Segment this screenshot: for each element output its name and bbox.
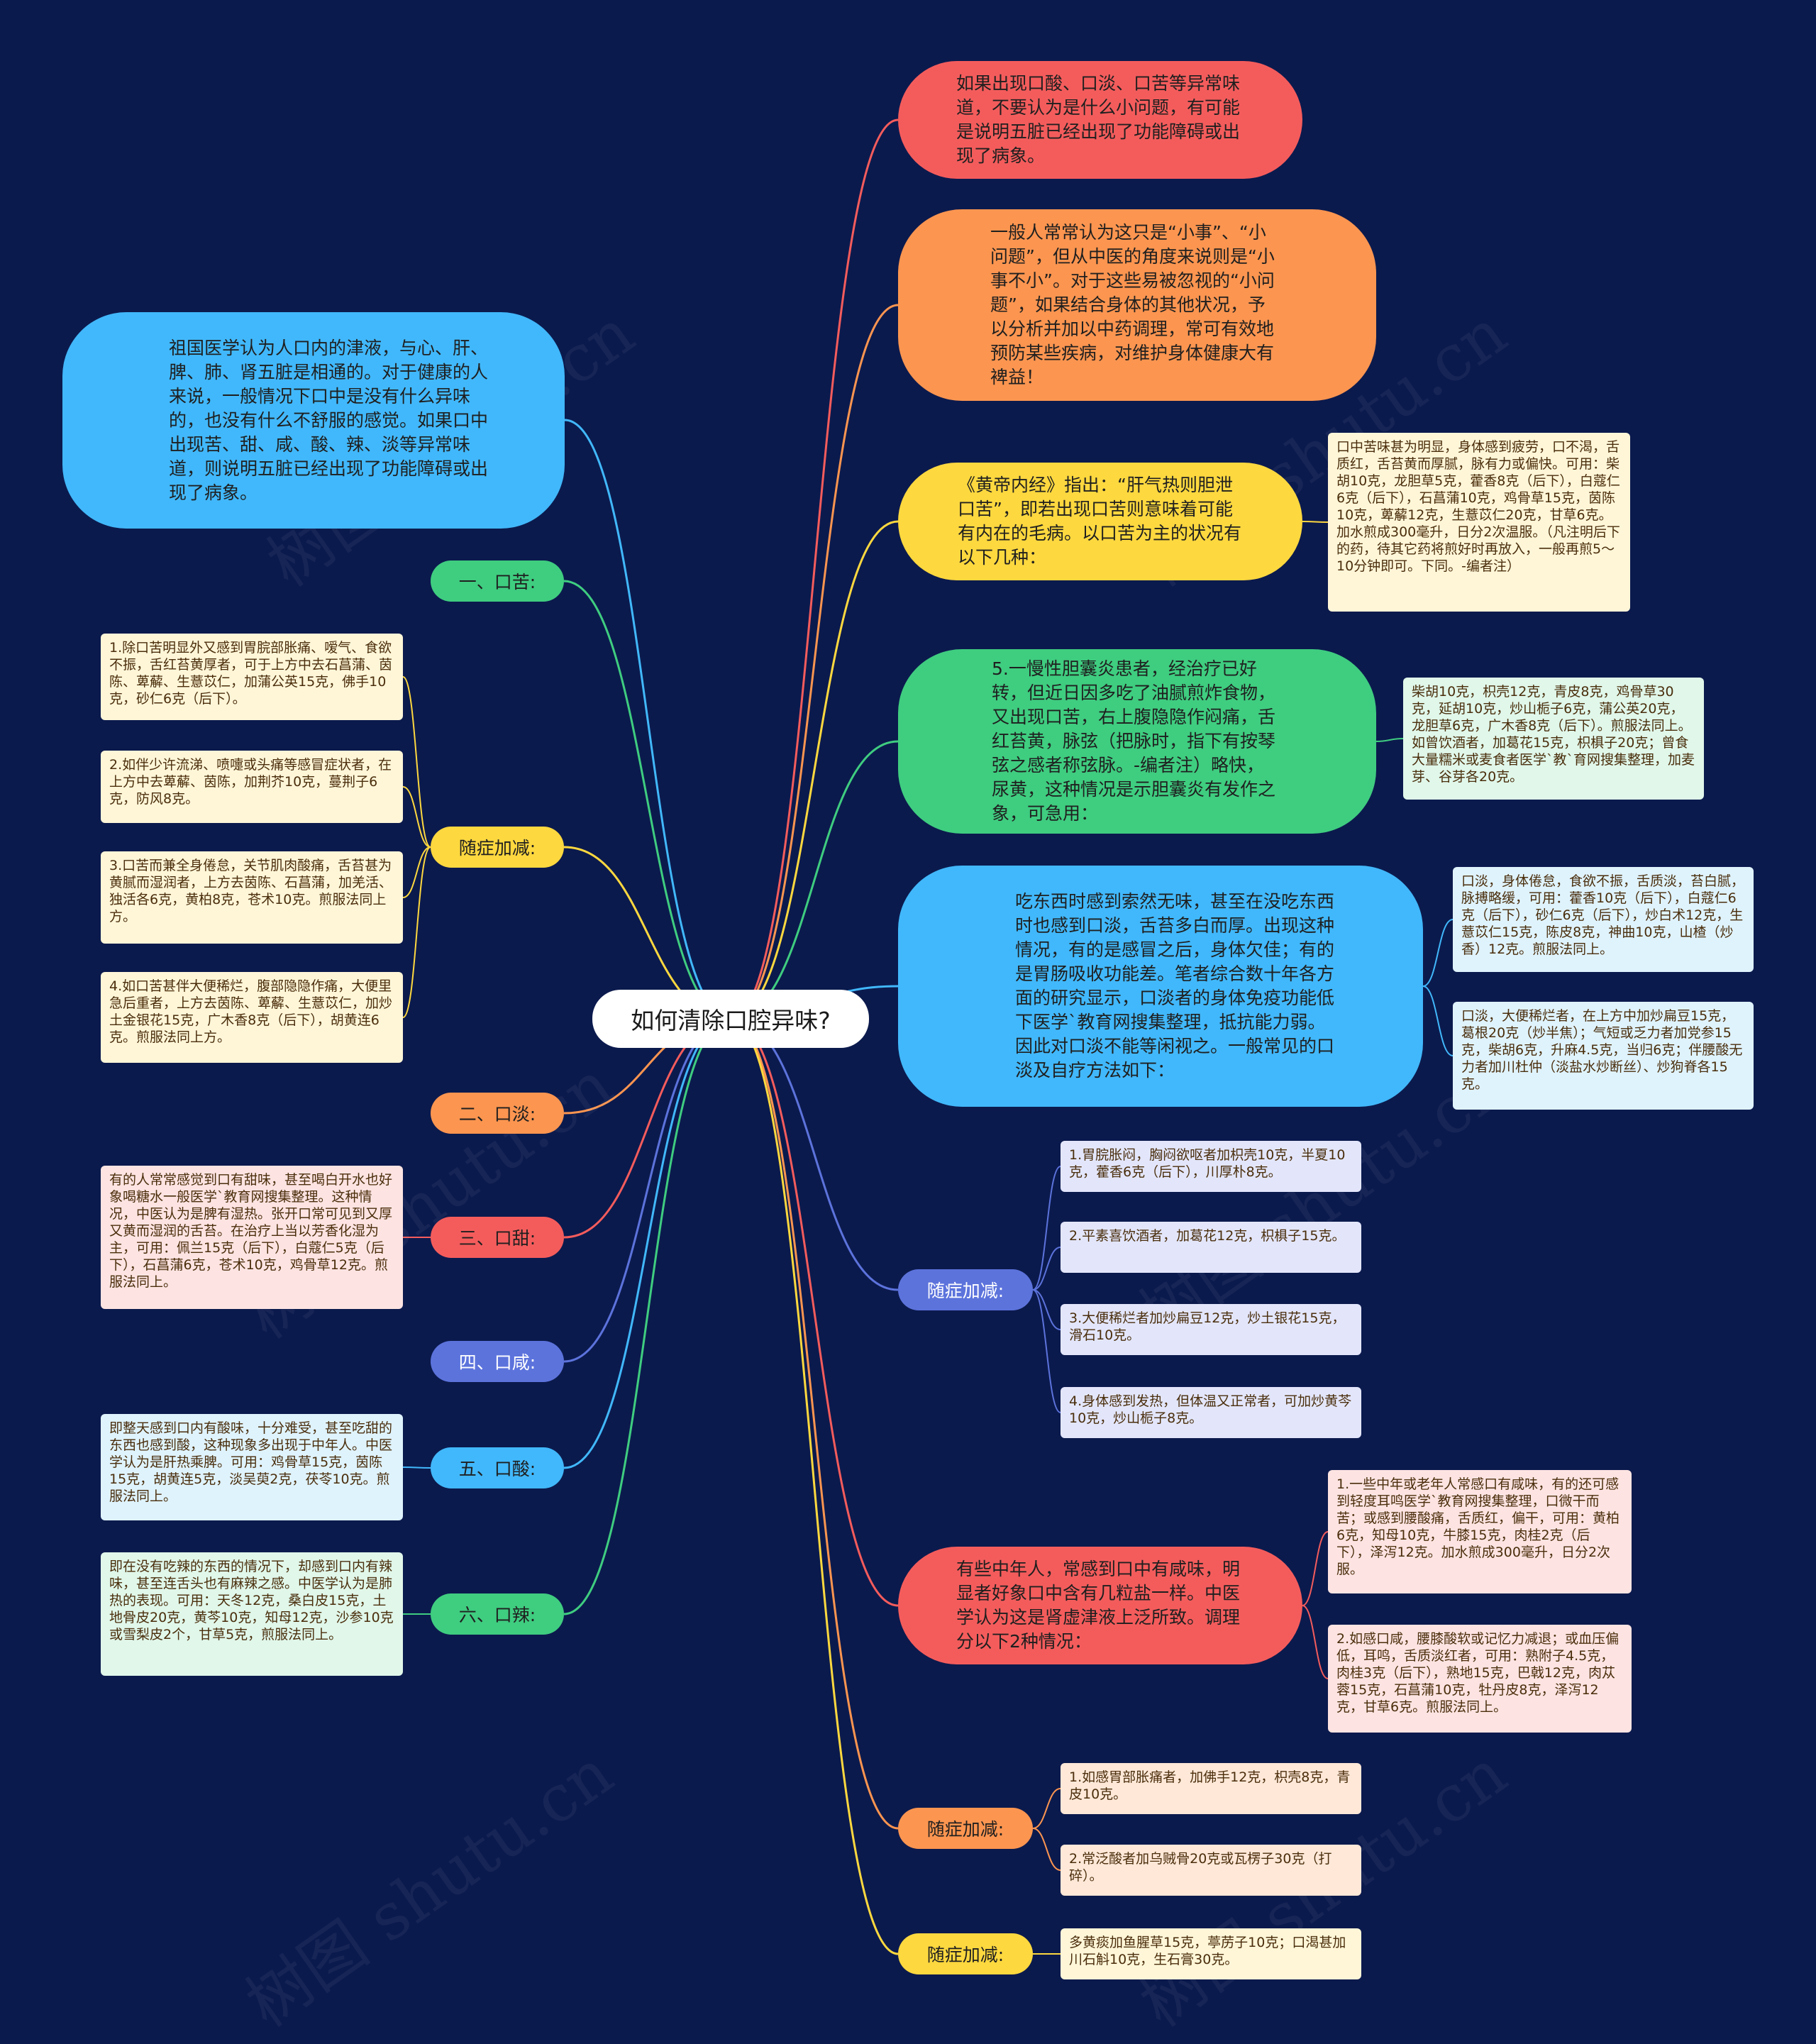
- link-sz3: [730, 1017, 899, 1955]
- link-sz1: [730, 1017, 899, 1291]
- link-ku1: [402, 676, 431, 848]
- link-s1: [1032, 1788, 1061, 1829]
- topic-suizheng-left-label: 随症加减:: [458, 838, 536, 858]
- link-s2: [1032, 1828, 1061, 1871]
- bubble-huangdi[interactable]: 《黄帝内经》指出：“肝气热则胆泄口苦”，即若出现口苦则意味着可能有内在的毛病。以…: [898, 463, 1302, 580]
- topic-suizheng-kousuan-label: 随症加减:: [926, 1819, 1004, 1840]
- topic-koutian-label: 三、口甜:: [458, 1228, 536, 1249]
- bubble-intro-1-text: 如果出现口酸、口淡、口苦等异常味道，不要认为是什么小问题，有可能是说明五脏已经出…: [956, 73, 1241, 166]
- link-intro: [564, 419, 731, 1020]
- note-ku-3: 3.口苦而兼全身倦怠，关节肌肉酸痛，舌苔甚为黄腻而湿润者，上方去茵陈、石菖蒲，加…: [101, 851, 403, 944]
- note-ku-4: 4.如口苦甚伴大便稀烂，腹部隐隐作痛，大便里急后重者，上方去茵陈、萆薢、生薏苡仁…: [101, 972, 403, 1063]
- topic-kouxian-label: 四、口咸:: [458, 1352, 536, 1373]
- link-sz2: [730, 1017, 899, 1830]
- note-suizheng-s2: 2.常泛酸者加乌贼骨20克或瓦楞子30克（打碎）。: [1061, 1845, 1361, 1896]
- note-ku-2: 2.如伴少许流涕、喷嚏或头痛等感冒症状者，在上方中去萆薢、茵陈，加荆芥10克，蔓…: [101, 751, 403, 823]
- link-b3: [730, 520, 899, 1020]
- link-ku4: [402, 846, 431, 1018]
- link-kousuan: [563, 1017, 731, 1469]
- link-n-b5a: [1422, 919, 1454, 987]
- topic-koula[interactable]: 六、口辣:: [431, 1593, 564, 1635]
- intro-bubble[interactable]: 祖国医学认为人口内的津液，与心、肝、脾、肺、肾五脏是相通的。对于健康的人来说，一…: [62, 312, 565, 529]
- topic-kouku-label: 一、口苦:: [458, 572, 536, 592]
- topic-kouda-label: 二、口淡:: [458, 1104, 536, 1125]
- topic-suizheng-left[interactable]: 随症加减:: [431, 827, 564, 868]
- link-d1: [1032, 1166, 1061, 1291]
- bubble-kouxian-text: 有些中年人，常感到口中有咸味，明显者好象口中含有几粒盐一样。中医学认为这是肾虚津…: [956, 1559, 1241, 1652]
- note-kouxian-1: 1.一些中年或老年人常感口有咸味，有的还可感到轻度耳鸣医学`教育网搜集整理，口微…: [1328, 1470, 1632, 1593]
- note-huangdi: 口中苦味甚为明显，身体感到疲劳，口不渴，舌质红，舌苔黄而厚腻，脉有力或偏快。可用…: [1328, 433, 1630, 612]
- note-koutian: 有的人常常感觉到口有甜味，甚至喝白开水也好象喝糖水一般医学`教育网搜集整理。这种…: [101, 1166, 403, 1309]
- bubble-koudan-text: 吃东西时感到索然无味，甚至在没吃东西时也感到口淡，舌苔多白而厚。出现这种情况，有…: [1015, 891, 1335, 1081]
- bubble-koudan[interactable]: 吃东西时感到索然无味，甚至在没吃东西时也感到口淡，舌苔多白而厚。出现这种情况，有…: [898, 866, 1423, 1107]
- topic-suizheng-koula-label: 随症加减:: [926, 1945, 1004, 1965]
- note-kousuan: 即整天感到口内有酸味，十分难受，甚至吃甜的东西也感到酸，这种现象多出现于中年人。…: [101, 1414, 403, 1520]
- link-koula: [563, 1017, 731, 1615]
- link-n-b3: [1302, 521, 1329, 523]
- note-suizheng-d4: 4.身体感到发热，但体温又正常者，可加炒黄芩10克，炒山栀子8克。: [1061, 1387, 1361, 1438]
- link-b6: [730, 1017, 899, 1607]
- link-suan: [402, 1466, 431, 1469]
- note-koudan-1: 口淡，身体倦怠，食欲不振，舌质淡，苔白腻，脉搏略缓，可用：藿香10克（后下），白…: [1453, 867, 1754, 972]
- link-ku3: [402, 846, 431, 898]
- bubble-intro-2[interactable]: 一般人常常认为这只是“小事”、“小问题”，但从中医的角度来说则是“小事不小”。对…: [898, 209, 1376, 401]
- note-suizheng-d3: 3.大便稀烂者加炒扁豆12克，炒土银花15克，滑石10克。: [1061, 1304, 1361, 1355]
- note-kouxian-2: 2.如感口咸，腰膝酸软或记忆力减退；或血压偏低，耳鸣，舌质淡红者，可用：熟附子4…: [1328, 1625, 1632, 1733]
- link-b4: [730, 740, 899, 1020]
- link-d3: [1032, 1289, 1061, 1330]
- center-topic-label: 如何清除口腔异味?: [631, 1007, 831, 1034]
- link-x1: [1302, 1531, 1329, 1606]
- note-suizheng-l1: 多黄痰加鱼腥草15克，葶苈子10克；口渴甚加川石斛10克，生石膏30克。: [1061, 1928, 1361, 1979]
- topic-kousuan[interactable]: 五、口酸:: [431, 1447, 564, 1488]
- topic-suizheng-koula[interactable]: 随症加减:: [898, 1933, 1033, 1974]
- link-d2: [1032, 1247, 1061, 1291]
- topic-kouku[interactable]: 一、口苦:: [431, 560, 564, 602]
- bubble-huangdi-text: 《黄帝内经》指出：“肝气热则胆泄口苦”，即若出现口苦则意味着可能有内在的毛病。以…: [958, 475, 1242, 568]
- bubble-dannang-text: 5.一慢性胆囊炎患者，经治疗已好转，但近日因多吃了油腻煎炸食物，又出现口苦，右上…: [992, 658, 1276, 824]
- bubble-kouxian[interactable]: 有些中年人，常感到口中有咸味，明显者好象口中含有几粒盐一样。中医学认为这是肾虚津…: [898, 1547, 1302, 1664]
- topic-suizheng-koudan[interactable]: 随症加减:: [898, 1269, 1033, 1310]
- link-d4: [1032, 1289, 1061, 1413]
- note-suizheng-d2: 2.平素喜饮酒者，加葛花12克，枳椇子15克。: [1061, 1222, 1361, 1273]
- link-n-b5b: [1422, 985, 1454, 1056]
- topic-kouxian[interactable]: 四、口咸:: [431, 1341, 564, 1382]
- note-suizheng-d1: 1.胃脘胀闷，胸闷欲呕者加枳壳10克，半夏10克，藿香6克（后下），川厚朴8克。: [1061, 1141, 1361, 1192]
- link-kouku: [563, 580, 731, 1020]
- note-dannang: 柴胡10克，枳壳12克，青皮8克，鸡骨草30克，延胡10克，炒山栀子6克，蒲公英…: [1403, 678, 1704, 800]
- topic-kousuan-label: 五、口酸:: [458, 1459, 536, 1479]
- link-koutian: [563, 1017, 731, 1239]
- link-x2: [1302, 1605, 1329, 1679]
- link-b1: [730, 118, 899, 1020]
- bubble-intro-2-text: 一般人常常认为这只是“小事”、“小问题”，但从中医的角度来说则是“小事不小”。对…: [990, 222, 1275, 387]
- note-ku-1: 1.除口苦明显外又感到胃脘部胀痛、嗳气、食欲不振，舌红苔黄厚者，可于上方中去石菖…: [101, 634, 403, 720]
- topic-suizheng-koudan-label: 随症加减:: [926, 1281, 1004, 1301]
- center-topic[interactable]: 如何清除口腔异味?: [592, 990, 869, 1048]
- link-n-b4: [1375, 738, 1404, 742]
- topic-koula-label: 六、口辣:: [458, 1605, 536, 1625]
- bubble-dannang[interactable]: 5.一慢性胆囊炎患者，经治疗已好转，但近日因多吃了油腻煎炸食物，又出现口苦，右上…: [898, 649, 1376, 834]
- topic-koutian[interactable]: 三、口甜:: [431, 1217, 564, 1258]
- intro-text: 祖国医学认为人口内的津液，与心、肝、脾、肺、肾五脏是相通的。对于健康的人来说，一…: [169, 337, 489, 503]
- link-ku2: [402, 786, 431, 848]
- note-koula: 即在没有吃辣的东西的情况下，却感到口内有辣味，甚至连舌头也有麻辣之感。中医学认为…: [101, 1552, 403, 1676]
- topic-suizheng-kousuan[interactable]: 随症加减:: [898, 1808, 1033, 1849]
- link-b2: [730, 304, 899, 1020]
- note-koudan-2: 口淡，大便稀烂者，在上方中加炒扁豆15克，葛根20克（炒半焦）；气短或乏力者加党…: [1453, 1002, 1754, 1110]
- note-suizheng-s1: 1.如感胃部胀痛者，加佛手12克，枳壳8克，青皮10克。: [1061, 1763, 1361, 1814]
- topic-kouda[interactable]: 二、口淡:: [431, 1093, 564, 1134]
- bubble-intro-1[interactable]: 如果出现口酸、口淡、口苦等异常味道，不要认为是什么小问题，有可能是说明五脏已经出…: [898, 61, 1302, 179]
